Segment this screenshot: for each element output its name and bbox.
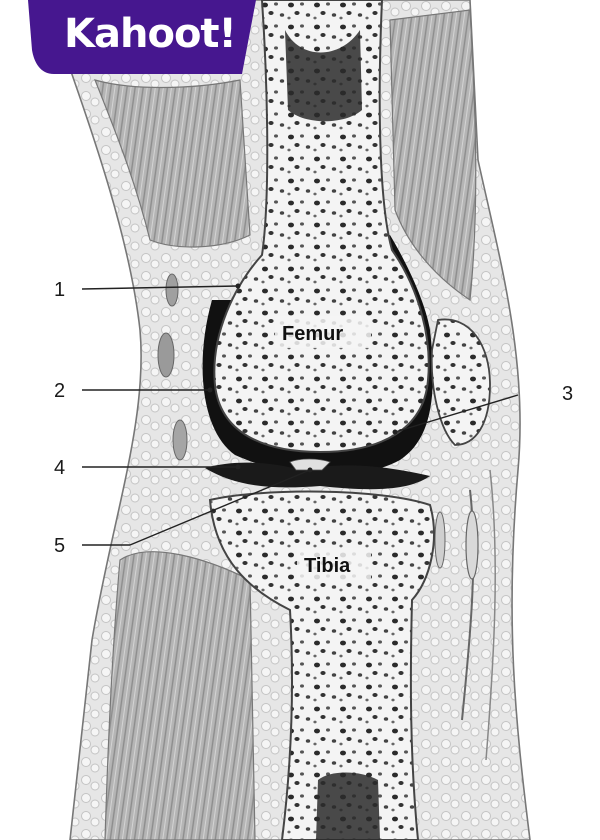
tibia-bone xyxy=(208,490,435,840)
patella-bone xyxy=(430,318,491,446)
tibia-label: Tibia xyxy=(304,555,351,577)
callout-1: 1 xyxy=(54,279,65,301)
meniscus xyxy=(205,462,430,490)
callout-2: 2 xyxy=(54,380,65,402)
patellar-tendon xyxy=(434,469,496,761)
callout-4: 4 xyxy=(54,457,65,479)
synovial-cavity xyxy=(202,235,433,476)
callout-3: 3 xyxy=(562,383,573,405)
callout-5: 5 xyxy=(54,535,65,557)
femur-bone xyxy=(213,0,430,454)
callout-lines xyxy=(81,285,519,546)
femur-label: Femur xyxy=(282,323,343,345)
kahoot-logo: Kahoot! xyxy=(64,11,237,57)
callout-dots xyxy=(207,283,398,473)
kahoot-badge xyxy=(28,0,256,74)
